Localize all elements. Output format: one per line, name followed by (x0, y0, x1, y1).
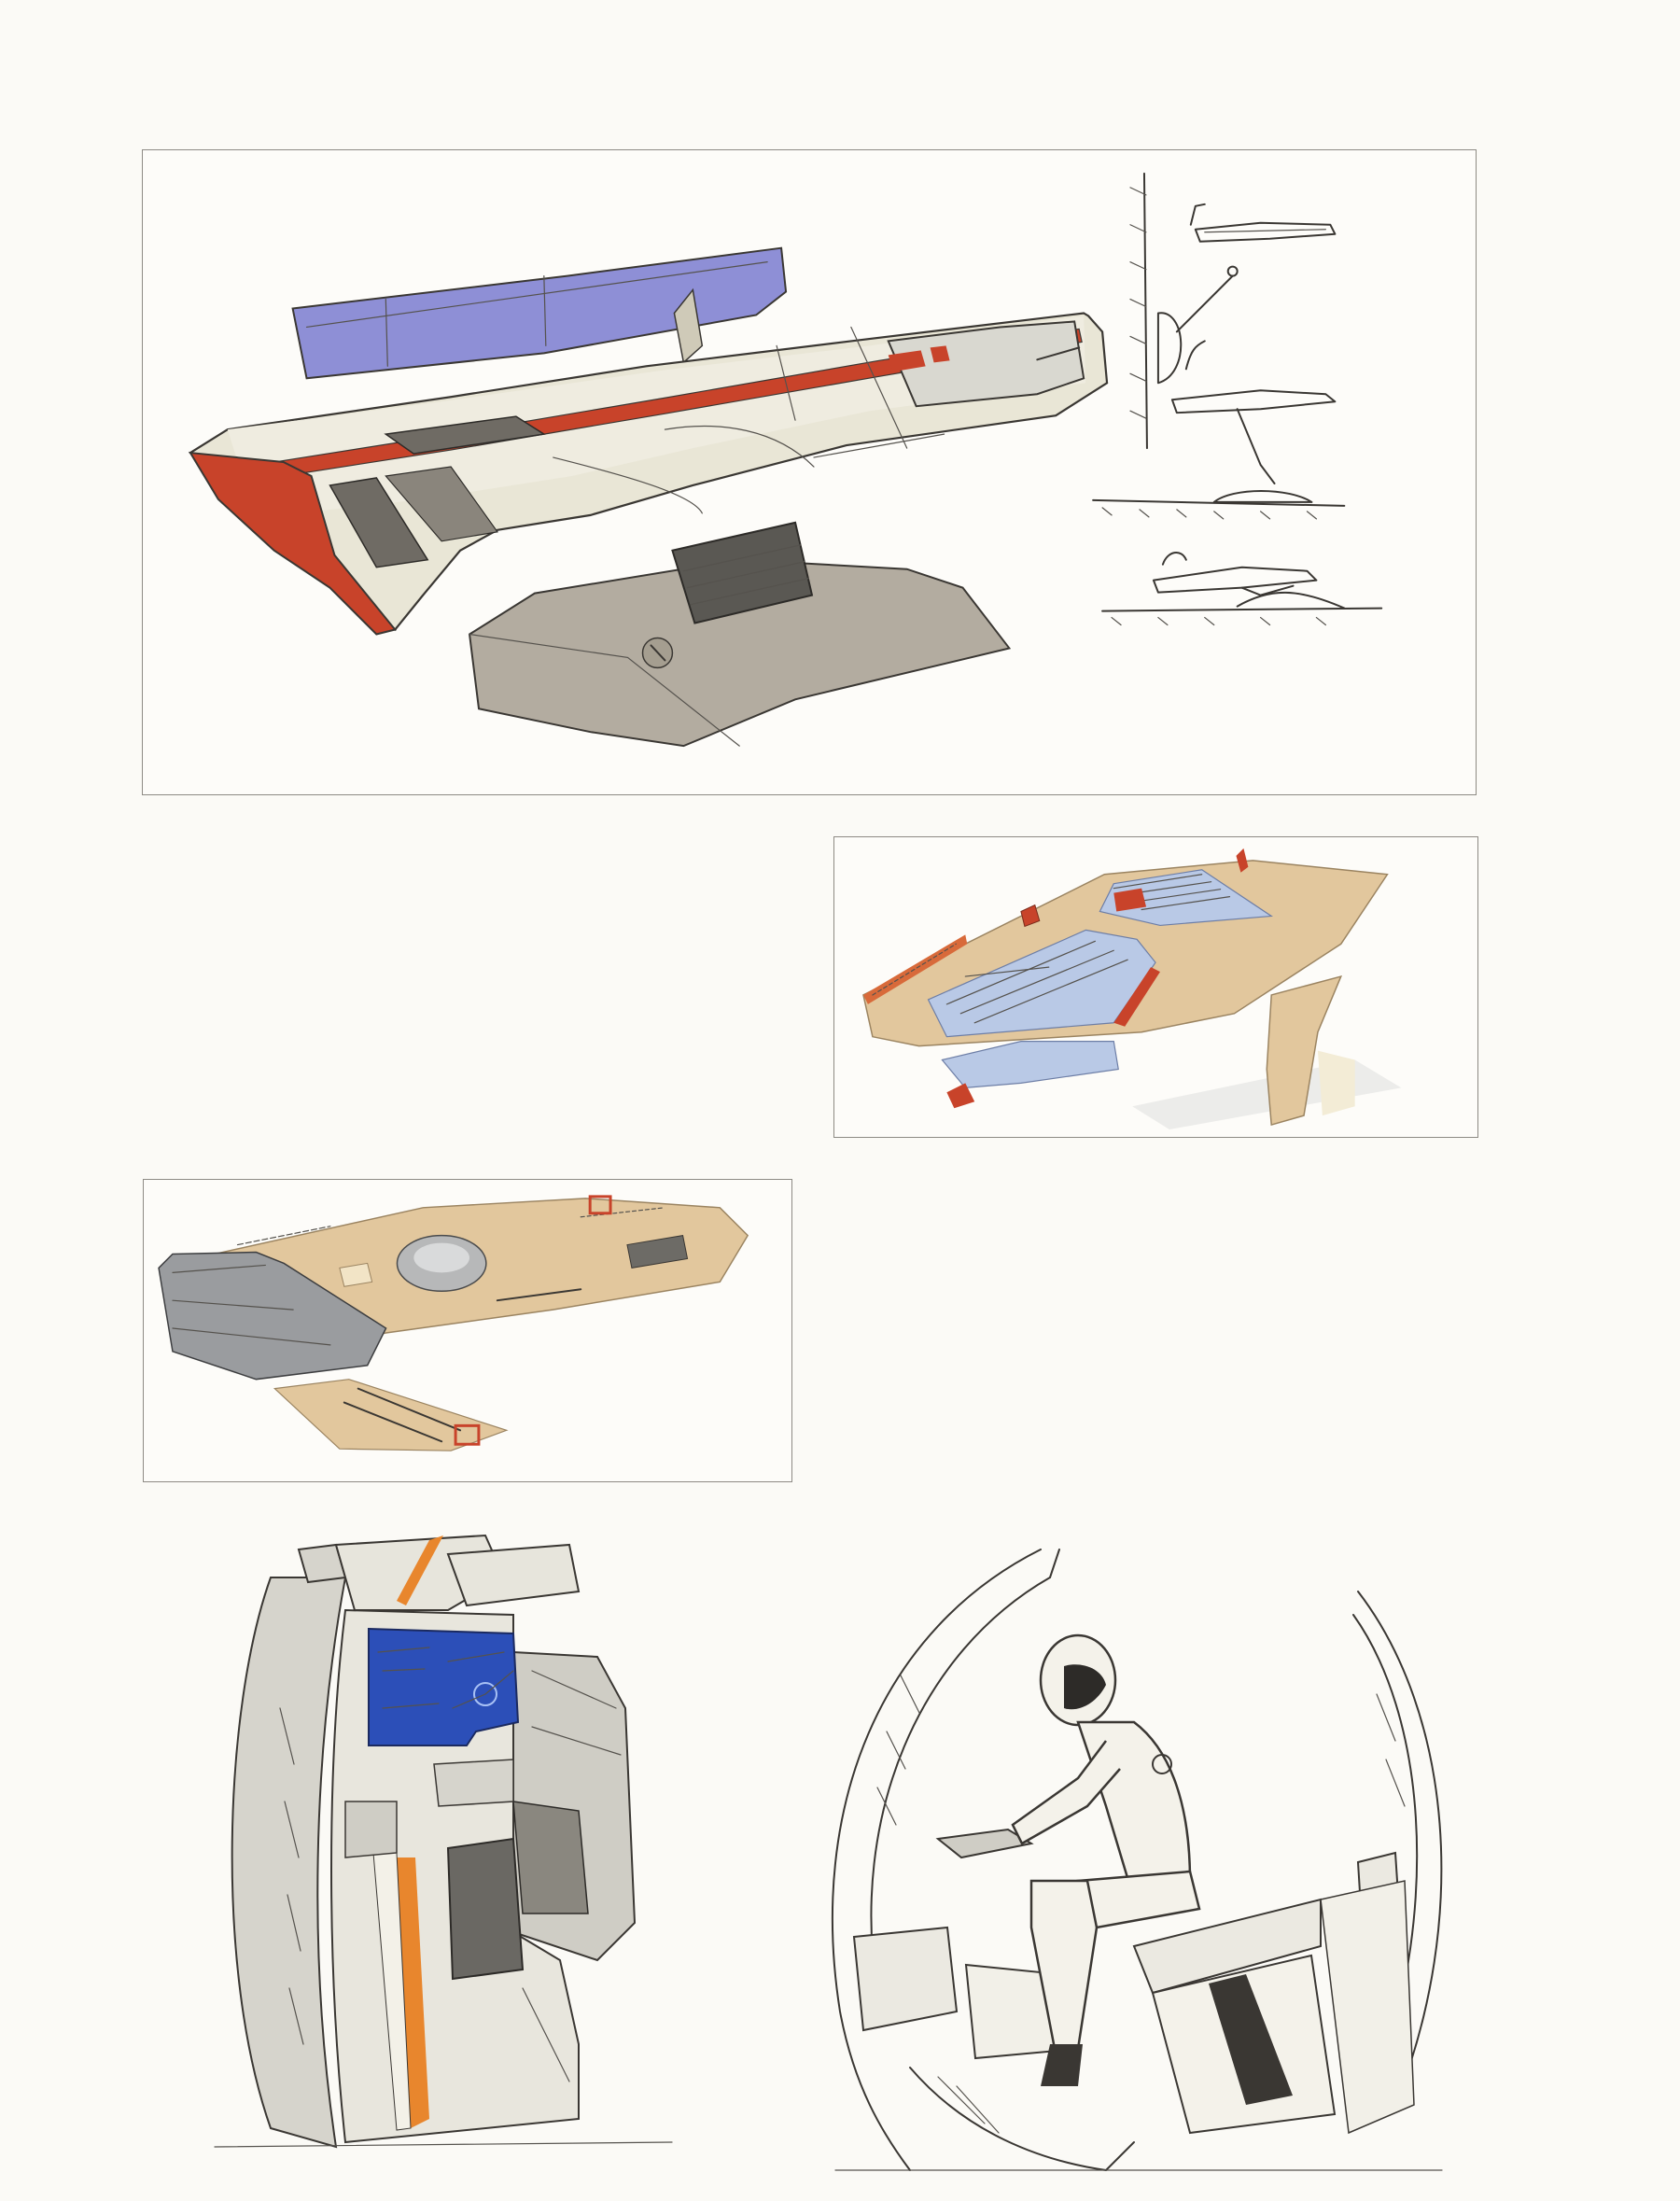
chrome-console-panel (143, 1179, 792, 1482)
console-render-panel (142, 149, 1477, 795)
tan-chrome-console-illustration (158, 1195, 749, 1451)
glass-console-panel (833, 836, 1478, 1138)
wall-mount-sketches (1092, 172, 1383, 626)
pod-station-illustration (205, 1521, 691, 2184)
tan-glass-console-illustration (862, 848, 1402, 1130)
console-table-illustration (189, 172, 1383, 748)
seated-figure-sketch (798, 1526, 1470, 2184)
